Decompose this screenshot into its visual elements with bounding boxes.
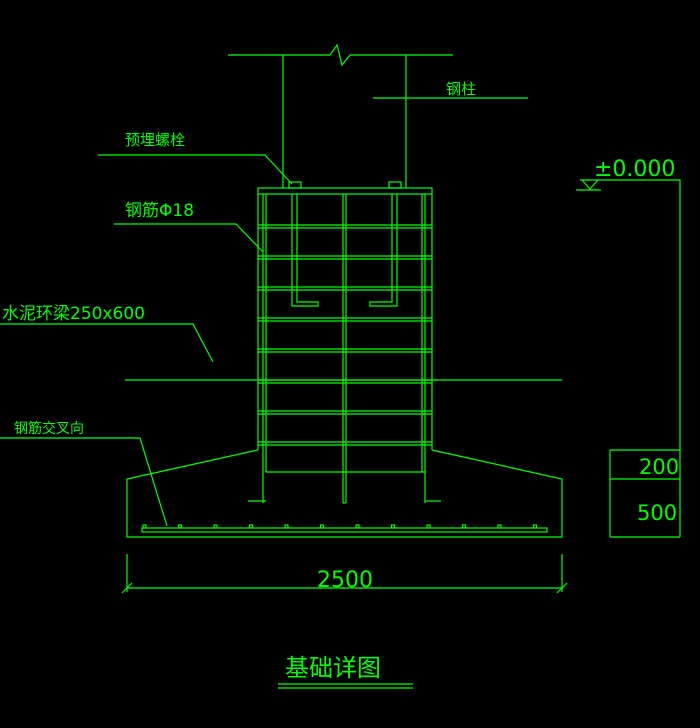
cross-rebar-section: [213, 524, 218, 529]
elevation-label: ±0.000: [594, 157, 675, 182]
dimension-200: 200: [639, 455, 679, 479]
cross-rebar-section: [177, 524, 183, 529]
steel-column: [228, 43, 453, 188]
elevation-marker: ±0.000 200 500: [576, 157, 681, 538]
label-rebar: 钢筋Φ18: [125, 201, 194, 221]
base-plate-and-nuts: [257, 181, 433, 195]
leaders: [0, 97, 528, 527]
width-dimension: 2500: [121, 554, 568, 594]
dimension-2500: 2500: [317, 568, 373, 593]
cross-rebar-section: [142, 524, 147, 529]
cross-rebar-section: [426, 524, 431, 529]
dimension-500: 500: [637, 501, 677, 525]
cross-rebar-section: [461, 524, 467, 529]
cross-rebar-section: [532, 524, 538, 529]
cross-rebar-section: [284, 524, 289, 529]
cross-rebar-section: [319, 524, 325, 529]
cross-rebar-section: [497, 524, 502, 529]
footing: [126, 449, 563, 538]
label-ring-beam: 水泥环梁250x600: [2, 304, 145, 324]
cross-rebar-section: [355, 524, 360, 529]
cross-rebar-section: [248, 524, 254, 529]
anchor-bolts: [291, 194, 398, 307]
label-rebar-cross: 钢筋交叉向: [14, 420, 84, 437]
label-steel-column: 钢柱: [446, 80, 476, 98]
label-anchor-bolt: 预埋螺栓: [125, 131, 185, 149]
cross-rebar-section: [390, 524, 396, 529]
rebar-cage: [248, 194, 441, 504]
drawing-title: 基础详图: [285, 654, 381, 682]
